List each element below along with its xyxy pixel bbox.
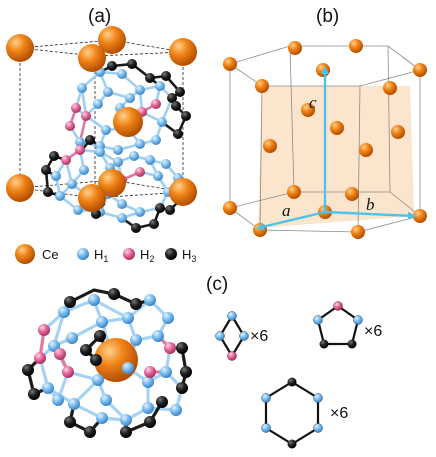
panel-c: (c)	[22, 274, 382, 449]
legend-h3-label: H3	[182, 247, 196, 264]
axis-b-label: b	[366, 195, 375, 214]
panel-a-label: (a)	[88, 6, 111, 27]
legend-h2-label: H2	[140, 247, 154, 264]
hexagon-ring	[261, 377, 323, 449]
ce-atoms-a	[6, 26, 197, 212]
legend: Ce H1 H2 H3	[15, 244, 196, 264]
a-vector	[256, 210, 326, 231]
hexagon-count: ×6	[330, 405, 348, 422]
rhombus-count: ×6	[250, 328, 268, 345]
rhombus-ring	[215, 311, 249, 361]
panel-b-label: (b)	[316, 6, 339, 27]
pentagon-count: ×6	[364, 323, 382, 340]
lattice-vectors	[256, 66, 416, 231]
legend-ce-label: Ce	[42, 247, 59, 262]
legend-h3-swatch	[165, 248, 177, 260]
panel-c-label: (c)	[206, 274, 228, 295]
cage-atoms-a	[41, 59, 191, 233]
panel-b: (b)	[223, 6, 427, 239]
axis-a-label: a	[282, 201, 291, 220]
b-vector	[324, 210, 416, 220]
cage-atoms-c	[22, 288, 192, 438]
legend-h2-swatch	[123, 248, 135, 260]
legend-h1-label: H1	[94, 247, 108, 264]
pentagon-ring	[313, 301, 363, 349]
panel-a: (a)	[6, 6, 197, 233]
legend-h1-swatch	[77, 248, 89, 260]
legend-ce-swatch	[15, 244, 35, 264]
axis-c-label: c	[309, 93, 317, 112]
